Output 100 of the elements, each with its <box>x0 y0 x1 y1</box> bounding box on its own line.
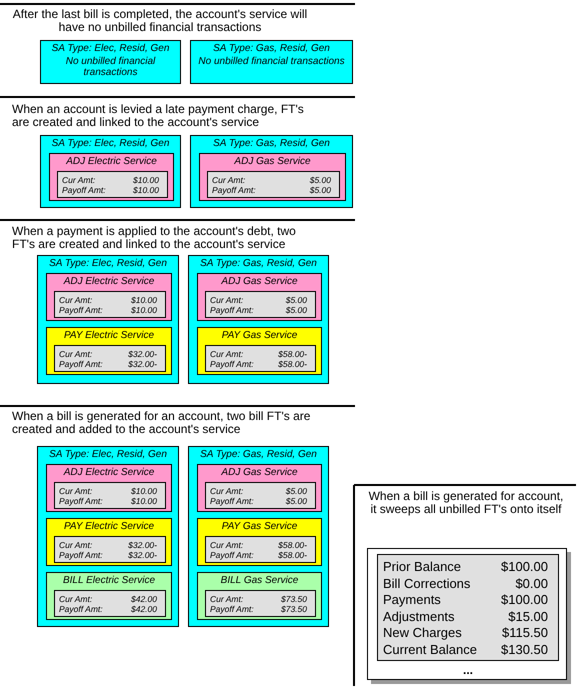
type-heading: SA Type: Gas, Resid, Gen <box>212 43 331 54</box>
amount-value: $10.00 <box>131 486 157 496</box>
amount-label: Cur Amt: <box>210 349 244 359</box>
service-title: PAY Gas Service <box>220 330 298 341</box>
amount-label: Cur Amt: <box>59 349 92 359</box>
amount-panel <box>57 171 168 198</box>
line-item-amount: $0.00 <box>515 576 548 592</box>
service-agreement-box <box>37 446 179 627</box>
service-agreement-box <box>188 255 329 384</box>
ellipsis-text: ... <box>462 663 474 677</box>
amount-label: Payoff Amt: <box>210 604 254 614</box>
amount-value: $42.00 <box>131 604 157 614</box>
bill-summary-panel <box>377 554 559 661</box>
amount-value: $5.00 <box>286 305 307 315</box>
amount-panel <box>205 536 316 563</box>
amount-value: $58.00- <box>278 359 307 369</box>
line-item-amount: $100.00 <box>501 559 548 576</box>
amount-label: Payoff Amt: <box>210 550 254 560</box>
section-heading: When a bill is generated for an account, two bill FT's are created and added to the account's service <box>12 410 312 436</box>
financial-transaction-box <box>199 153 346 201</box>
service-title: ADJ Electric Service <box>62 276 156 287</box>
service-title: PAY Electric Service <box>62 521 156 532</box>
financial-transaction-box <box>46 327 172 375</box>
amount-panel <box>54 482 166 509</box>
financial-transaction-box <box>46 273 172 321</box>
service-title: ADJ Electric Service <box>64 156 158 167</box>
financial-transaction-box <box>46 572 172 620</box>
amount-panel <box>54 291 166 318</box>
section-heading: When an account is levied a late payment charge, FT's are created and linked to the account's service <box>12 103 305 129</box>
service-agreement-box <box>40 40 181 84</box>
amount-value: $10.00 <box>133 175 159 185</box>
amount-panel <box>205 291 316 318</box>
section-heading: When a bill is generated for account, it sweeps all unbilled FT's onto itself <box>368 490 564 516</box>
amount-label: Cur Amt: <box>210 594 244 604</box>
amount-panel <box>205 345 316 372</box>
amount-value: $58.00- <box>278 540 307 550</box>
service-agreement-box <box>37 255 179 384</box>
line-item-label: New Charges <box>383 625 462 642</box>
line-item-amount: $100.00 <box>501 592 548 608</box>
type-heading: SA Type: Gas, Resid, Gen <box>212 138 331 149</box>
financial-transaction-box <box>46 464 172 512</box>
amount-label: Cur Amt: <box>210 486 244 496</box>
financial-transaction-box <box>197 464 322 512</box>
line-item-amount: $130.50 <box>501 642 548 658</box>
amount-value: $10.00 <box>131 305 157 315</box>
amount-value: $58.00- <box>278 349 307 359</box>
amount-label: Payoff Amt: <box>59 496 103 506</box>
amount-value: $32.00- <box>128 349 157 359</box>
amount-panel <box>205 590 316 617</box>
amount-value: $10.00 <box>131 295 157 305</box>
amount-label: Payoff Amt: <box>59 604 103 614</box>
amount-value: $5.00 <box>310 185 331 195</box>
service-title: ADJ Gas Service <box>220 276 299 287</box>
amount-label: Payoff Amt: <box>62 185 106 195</box>
amount-value: $5.00 <box>310 175 331 185</box>
amount-label: Payoff Amt: <box>59 550 103 560</box>
amount-value: $5.00 <box>286 486 307 496</box>
amount-label: Cur Amt: <box>59 540 92 550</box>
section-heading: After the last bill is completed, the account's service will have no unbilled financial transactions <box>12 8 308 34</box>
service-agreement-box <box>190 40 353 84</box>
amount-value: $10.00 <box>133 185 159 195</box>
financial-transaction-box <box>49 153 174 201</box>
amount-label: Payoff Amt: <box>210 305 254 315</box>
amount-label: Cur Amt: <box>210 295 244 305</box>
financial-transaction-box <box>197 273 322 321</box>
amount-value: $42.00 <box>131 594 157 604</box>
amount-value: $5.00 <box>286 496 307 506</box>
financial-transaction-box <box>197 572 322 620</box>
amount-label: Cur Amt: <box>59 594 92 604</box>
amount-panel <box>207 171 340 198</box>
amount-label: Payoff Amt: <box>210 359 254 369</box>
amount-label: Payoff Amt: <box>212 185 256 195</box>
service-agreement-box <box>190 135 353 208</box>
service-title: BILL Gas Service <box>220 575 300 586</box>
amount-value: $32.00- <box>128 550 157 560</box>
amount-value: $32.00- <box>128 359 157 369</box>
amount-panel <box>54 590 166 617</box>
line-item-label: Payments <box>383 592 441 608</box>
amount-panel <box>54 345 166 372</box>
amount-label: Cur Amt: <box>62 175 96 185</box>
amount-value: $10.00 <box>131 496 157 506</box>
status-text: No unbilled financial transactions <box>64 56 156 78</box>
amount-value: $73.50 <box>281 594 307 604</box>
service-title: ADJ Gas Service <box>220 467 299 478</box>
amount-label: Cur Amt: <box>59 295 92 305</box>
status-text: No unbilled financial transactions <box>197 56 346 67</box>
line-item-label: Current Balance <box>383 642 477 658</box>
amount-label: Payoff Amt: <box>59 359 103 369</box>
amount-label: Cur Amt: <box>210 540 244 550</box>
line-item-label: Prior Balance <box>383 559 462 576</box>
amount-value: $32.00- <box>128 540 157 550</box>
service-title: ADJ Electric Service <box>62 467 156 478</box>
amount-label: Payoff Amt: <box>210 496 254 506</box>
service-agreement-box <box>40 135 181 208</box>
type-heading: SA Type: Elec, Resid, Gen <box>48 449 168 460</box>
service-title: ADJ Gas Service <box>233 156 312 167</box>
financial-transaction-box <box>197 518 322 566</box>
amount-label: Payoff Amt: <box>59 305 103 315</box>
amount-panel <box>205 482 316 509</box>
amount-value: $5.00 <box>286 295 307 305</box>
